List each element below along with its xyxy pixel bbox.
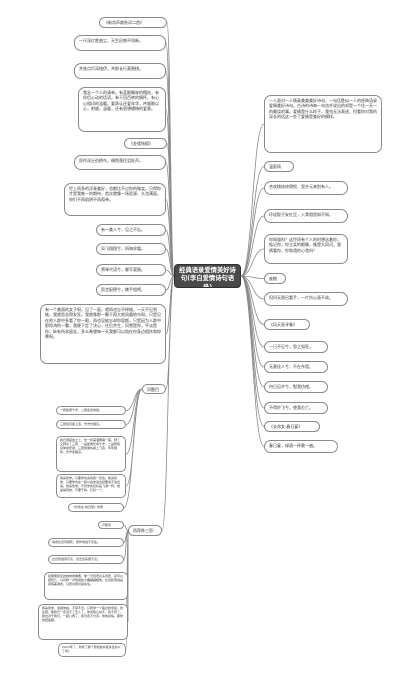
connector-center-L11 — [165, 275, 175, 291]
sub-node-line[interactable]: 三愿如同梁上燕，岁岁长相见。 — [56, 420, 126, 429]
sub-node-line[interactable]: 得成比目何辞死，愿作鸳鸯不羡仙。 — [48, 538, 124, 547]
right-node-intro-paragraph[interactable]: 一人面对一人情真美美美好诗句，一句话胜似一人的经典语录爱情美好诗句。古诗的诗每一… — [264, 95, 382, 153]
left-node-poem-line[interactable]: 愿言配德兮，携手相将。 — [96, 284, 166, 296]
connector-B1-S5 — [123, 388, 143, 508]
right-node-poem-line[interactable]: 春日宴，绿酒一杯歌一遍。 — [264, 440, 338, 453]
branch-node-sanyuan[interactable]: 再拜陈三愿： — [128, 525, 162, 536]
connector-center-R2 — [240, 166, 265, 277]
left-node-paragraph[interactable]: 世上再多的浮青美好，也都比不过你的微笑。只得你才是我唯一的期待，首次就像一场思源… — [64, 183, 166, 216]
right-node-author[interactable]: 庞楷 — [264, 273, 286, 284]
left-node-poem-line[interactable]: 井底点灯深烛伊，共郎长行莫围棋。 — [74, 63, 166, 79]
right-node-poem-line[interactable]: 何日见许兮，慰我彷徨。 — [264, 381, 328, 393]
left-node-poem-line[interactable]: 一尺深红胜曲尘，天生旧物不如新。 — [74, 35, 166, 51]
right-node-poem-line[interactable]: 合欢桃核终堪恨，里许元来别有人。 — [264, 181, 348, 195]
left-node-poem-line[interactable]: 将琴代语兮，聊写衷肠。 — [96, 264, 166, 276]
sub-node-line[interactable]: 一愿郎君千岁，二愿妾身常健， — [56, 406, 126, 415]
left-node-title-xinliang[interactable]: 《新凉声裁秋词二首》 — [99, 17, 167, 28]
sub-node-question[interactable]: 2023年了，你找了那个愿和他共度余生的人了吗? — [58, 643, 126, 657]
right-node-poem-line[interactable]: 玲珑骰子安红豆，入骨相思知不知。 — [264, 209, 348, 223]
right-node-paragraph[interactable]: 你知道吗？这世间有个人的时想念着你，惦记你，你立笑的眼睛，像是大冈河，我俩看你，… — [264, 234, 348, 264]
connector-center-R11 — [240, 275, 265, 388]
connector-center-L10 — [165, 269, 175, 277]
center-topic[interactable]: 经典语录爱情美好诗句(李白爱情诗句语录) — [174, 264, 241, 288]
sub-node-author[interactable]: 卢照邻 — [98, 521, 124, 529]
right-node-poem-line[interactable]: 但问无限吕看手，一片伤心画不成。 — [264, 292, 348, 306]
connector-center-R1 — [240, 123, 265, 277]
right-node-author[interactable]: 温庭筠 — [264, 161, 294, 172]
connector-center-L8 — [165, 229, 175, 277]
right-node-title[interactable]: 《长命女·春日宴》 — [264, 421, 320, 432]
right-node-poem-line[interactable]: 不得於飞兮，使我沦亡。 — [264, 402, 328, 414]
branch-node-wenti[interactable]: 问题目 — [142, 384, 166, 394]
sub-node-line[interactable]: 比目鸳鸯真可羡，双去双来君不见。 — [48, 555, 124, 564]
left-node-paragraph[interactable]: 我念一个人的清单。有蓝眼睛穿的帽给，有伴侣心动的话语，有干回百转的情怀，有心心相… — [78, 87, 166, 132]
sub-node-paragraph[interactable]: 春日游宴会之上，饮一杯美酒再唱一首，拜了又拜许了三愿：一是郎君长寿千岁，二是愿我… — [56, 436, 126, 472]
right-node-poem-line[interactable]: 一日不见兮，思之如狂。 — [264, 341, 328, 353]
connector-center-R14 — [240, 275, 265, 447]
left-node-poem-line[interactable]: 有一美人兮，见之不忘。 — [96, 224, 166, 236]
left-node-poem-line[interactable]: 凤飞翔翔兮，四海求凰。 — [96, 243, 166, 255]
right-node-title[interactable]: 《风天氛寻春》 — [264, 319, 310, 330]
left-node-title-jinlv[interactable]: 《金缕钱赋》 — [124, 138, 167, 149]
connector-center-R5 — [240, 248, 265, 277]
left-node-paragraph[interactable]: 有一个美丽的女子呀，见了一面，就再也忘不掉她。一天不见到她，我就思念得发狂。我就… — [40, 304, 166, 364]
connector-center-R3 — [240, 187, 265, 277]
sub-node-paragraph[interactable]: 我喜欢你。只要你也喜欢我一定会。我喜欢你，只要你也在一起以后未说出就要说不说出来… — [56, 474, 126, 498]
sub-node-paragraph[interactable]: 如果能和爱的她成成眷属，像一天到老白头到老，就可以把死亡，以同样一对鸳鸯的大雁翩… — [44, 572, 128, 600]
center-topic-label: 经典语录爱情美好诗句(李白爱情诗句语录) — [179, 267, 236, 288]
sub-node-paragraph[interactable]: 我喜欢你，会抱你姑，不算不合，只愿你一个路过的早晨，终生陪，那我们一定当不了恋人… — [38, 604, 128, 640]
right-node-poem-line[interactable]: 无意佳人兮，不在东墙。 — [264, 361, 328, 373]
sub-node-title[interactable]: 《长命女·春日宴》作者 — [68, 503, 124, 512]
connector-center-R12 — [240, 275, 265, 409]
connector-center-L9 — [165, 248, 175, 277]
connector-center-R4 — [240, 215, 265, 277]
connector-B2-S8 — [123, 530, 129, 560]
left-node-poem-line[interactable]: 愿作深丘伯栖鸟，偶然落住泪处声。 — [74, 155, 166, 170]
connector-center-B2 — [161, 275, 175, 531]
